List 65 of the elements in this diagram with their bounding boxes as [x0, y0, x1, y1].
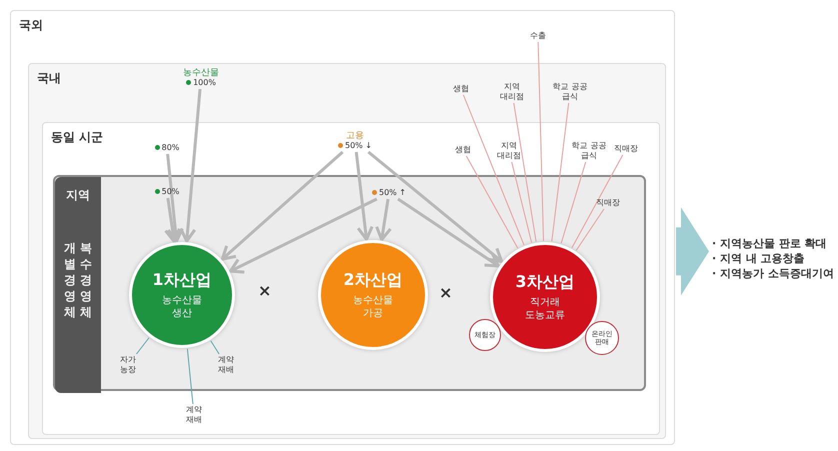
- channel-label: 학교 공공 급식: [570, 141, 608, 161]
- outcome-text: · 지역농산물 판로 확대: [712, 236, 828, 251]
- box-heading: 동일 시군: [51, 129, 104, 146]
- arrow: [220, 150, 344, 261]
- sidebar-text: 복수경영체: [79, 240, 93, 320]
- region-box: [10, 10, 675, 445]
- sidebar-text: 개별경영체: [63, 240, 77, 320]
- connector-line: [136, 337, 150, 354]
- arrow: [164, 198, 181, 244]
- region-box: [28, 63, 666, 439]
- arrow: [179, 88, 202, 243]
- connector-line: [513, 102, 537, 242]
- channel-circle: [585, 321, 619, 355]
- box-heading: 국내: [37, 70, 61, 87]
- channel-label: 자가 농장: [119, 355, 137, 375]
- channel-label: 계약 재배: [185, 405, 203, 425]
- connector-line: [210, 340, 220, 354]
- channel-label: 수출: [529, 31, 547, 41]
- sidebar: [55, 177, 101, 393]
- circle-text: 직거래 도농교류: [524, 296, 566, 322]
- source-label: 농수산물: [182, 68, 220, 78]
- sidebar-heading: 지역: [66, 187, 90, 204]
- connector-line: [186, 348, 194, 404]
- channel-circle: [469, 319, 501, 351]
- percent-label: 80%: [147, 143, 187, 153]
- arrow: [375, 198, 392, 242]
- arrow: [367, 150, 504, 263]
- source-label: 고용: [345, 131, 365, 141]
- percent-label: 50% ↓: [325, 141, 385, 151]
- percent-label: 50% ↑: [367, 188, 411, 198]
- percent-label: 50%: [147, 187, 187, 197]
- connector-line: [511, 162, 532, 244]
- circle-heading: 3차산업: [515, 272, 575, 292]
- channel-label: 직매장: [595, 198, 621, 208]
- block-arrow: [676, 207, 709, 296]
- circle-text: 농수산물 생산: [161, 294, 203, 320]
- circle-heading: 2차산업: [343, 270, 403, 290]
- connector-line: [551, 102, 570, 242]
- connector-line: [560, 162, 586, 244]
- channel-label: 계약 재배: [217, 355, 235, 375]
- arrow: [354, 152, 374, 241]
- channel-label: 학교 공공 급식: [552, 82, 588, 102]
- local-panel: [53, 175, 646, 391]
- multiply-sign: ×: [439, 283, 452, 302]
- channel-label: 생협: [454, 145, 472, 155]
- channel-label: 생협: [452, 84, 470, 94]
- arrow: [228, 198, 378, 274]
- outcome-text: · 지역 내 고용창출: [712, 251, 806, 266]
- box-heading: 국외: [19, 17, 43, 34]
- channel-label: 지역 대리점: [496, 141, 522, 161]
- outcome-text: · 지역농가 소득증대기여: [712, 266, 835, 281]
- channel-label: 직매장: [613, 144, 639, 154]
- connector-line: [576, 208, 604, 251]
- connector-line: [571, 154, 624, 248]
- arrow: [166, 154, 184, 243]
- circle-heading: 1차산업: [152, 270, 212, 290]
- connector-line: [466, 156, 518, 249]
- arrow: [397, 198, 500, 268]
- channel-label: 지역 대리점: [499, 82, 525, 102]
- region-box: [42, 122, 660, 435]
- connector-line: [462, 94, 525, 246]
- circle-text: 농수산물 가공: [352, 294, 394, 320]
- multiply-sign: ×: [258, 281, 272, 300]
- connector-line: [538, 42, 544, 242]
- percent-label: 100%: [172, 78, 230, 88]
